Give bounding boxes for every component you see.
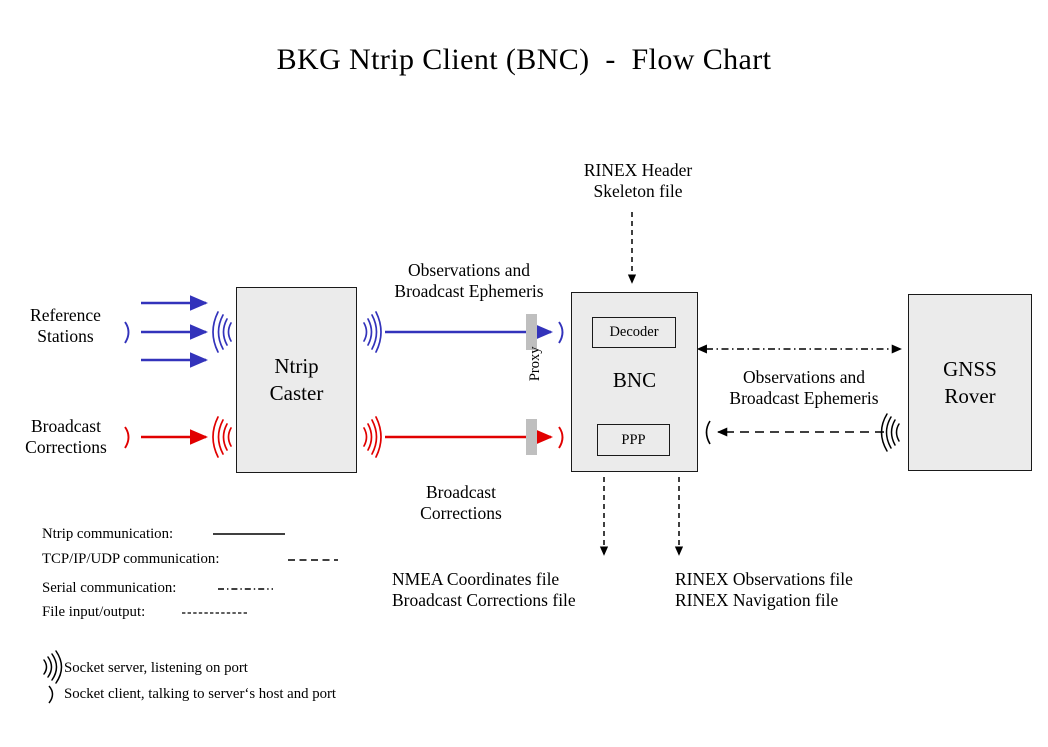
socket-server-icon-rover [880, 413, 900, 452]
label-broadcast-corrections-input: Broadcast Corrections [25, 416, 107, 458]
socket-client-icon-bnc-out [705, 420, 711, 445]
legend-item-socket-client: Socket client, talking to server‘s host … [64, 686, 337, 702]
socket-server-icon-caster-in-blue [212, 311, 232, 353]
page-title: BKG Ntrip Client (BNC) - Flow Chart [276, 43, 772, 76]
legend-item-file-input-output: File input/output: [42, 604, 146, 620]
node-ntrip-caster-label: Ntrip Caster [269, 354, 324, 405]
node-gnss-rover-label: GNSS Rover [943, 356, 997, 408]
node-gnss-rover[interactable]: GNSS Rover [908, 294, 1032, 471]
label-output-nmea-and-corrections: NMEA Coordinates file Broadcast Correcti… [392, 569, 576, 611]
node-ppp-label: PPP [621, 431, 646, 448]
legend-item-socket-server: Socket server, listening on port [64, 660, 248, 676]
legend-item-tcpip-udp-communication: TCP/IP/UDP communication: [42, 551, 220, 567]
node-bnc-label: BNC [612, 368, 657, 392]
node-decoder-label: Decoder [609, 324, 659, 340]
socket-server-icon-caster-in-red [212, 416, 232, 458]
proxy-bar-bottom [526, 419, 537, 455]
node-ppp[interactable]: PPP [597, 424, 670, 456]
legend-item-serial-communication: Serial communication: [42, 580, 177, 596]
node-decoder[interactable]: Decoder [592, 317, 676, 348]
label-output-rinex-files: RINEX Observations file RINEX Navigation… [675, 569, 853, 611]
label-observations-ephemeris-rover: Observations and Broadcast Ephemeris [729, 367, 879, 409]
socket-client-icon-bnc-in-blue [558, 321, 564, 344]
label-observations-ephemeris-caster: Observations and Broadcast Ephemeris [394, 260, 544, 302]
label-rinex-header-skeleton-file: RINEX Header Skeleton file [583, 160, 693, 202]
socket-client-icon-bnc-in-red [558, 426, 564, 449]
label-broadcast-corrections-stream: Broadcast Corrections [420, 482, 502, 524]
socket-server-icon-caster-out-red [363, 416, 382, 458]
label-proxy: Proxy [527, 346, 544, 382]
legend-item-ntrip-communication: Ntrip communication: [42, 526, 174, 542]
socket-server-icon-legend [43, 650, 63, 684]
socket-client-icon-refstations [124, 321, 130, 344]
node-ntrip-caster[interactable]: Ntrip Caster [236, 287, 357, 473]
socket-server-icon-caster-out-blue [363, 311, 382, 353]
socket-client-icon-legend [48, 685, 54, 704]
label-reference-stations: Reference Stations [30, 305, 101, 347]
